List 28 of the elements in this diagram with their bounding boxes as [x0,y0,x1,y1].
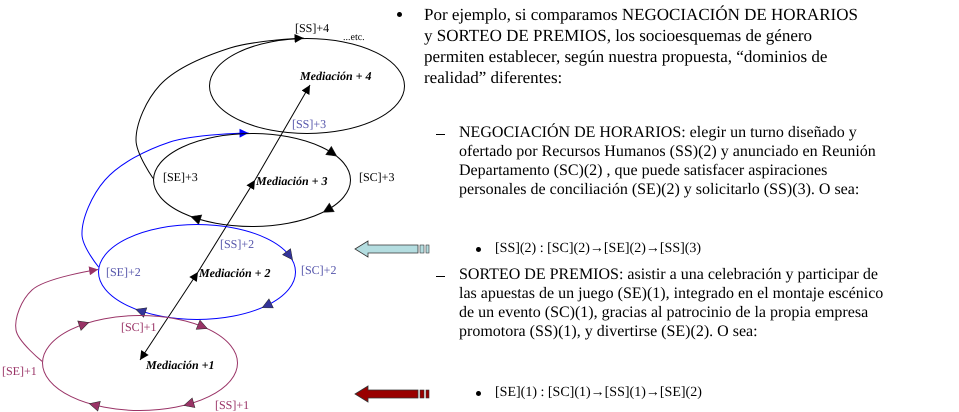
cycle-label: [SC]+3 [359,170,394,184]
bullet-text: SORTEO DE PREMIOS: asistir a una celebración y participar de las apuestas de un juego (SE)(1), integrado en el montaje escénico de un evento (SC)(1), gracias al patrocinio de la propia empresa promotora (SS)(1), y divertirse (SE)(2). O sea: [459,265,884,341]
bullet-text: [SE](1) : [SC](1)→[SS](1)→[SE](2) [495,384,703,402]
arrow [136,34,304,179]
cycle-label: [SC]+2 [301,263,336,277]
arrow [140,272,198,360]
cycle-ellipse [153,133,351,227]
arrow [15,266,99,362]
cycle-label: [SS]+1 [215,398,250,412]
bullet-text: NEGOCIACIÓN DE HORARIOS: elegir un turno diseñado y ofertado por Recursos Humanos (SS)(2) y anunciado en Reunión Departamento (SC)(2) , que puede satisfacer aspiraciones personales de conciliación (SE)(2) y solicitarlo (SS)(3). O sea: [459,123,877,199]
cycle-label: [SS]+2 [220,237,254,251]
ellipse-label: Mediación +1 [146,358,215,373]
cycle-label: [SE]+2 [106,265,141,279]
cycle-label: [SE]+1 [2,364,37,378]
ellipse-label: Mediación + 2 [199,266,271,281]
cycle-label: [SS]+4 [295,21,330,35]
cycle-label: [SE]+3 [163,170,198,184]
cycle-ellipse [98,224,296,320]
cycle-label: [SC]+1 [121,320,156,334]
arrow [82,128,250,268]
cycle-label: [SS]+3 [292,117,326,131]
arrow [254,84,310,180]
cycle-label: ...etc. [343,31,365,45]
arrow [198,180,256,272]
ellipse-label: Mediación + 3 [256,174,328,189]
ellipse-label: Mediación + 4 [300,69,372,84]
bullet-text: [SS](2) : [SC](2)→[SE](2)→[SS](3) [495,240,702,258]
bullet-text: Por ejemplo, si comparamos NEGOCIACIÓN DE HORARIOS y SORTEO DE PREMIOS, los socioesquemas de género permiten establecer, según nuestra propuesta, “dominios de realidad” diferentes: [424,4,859,88]
